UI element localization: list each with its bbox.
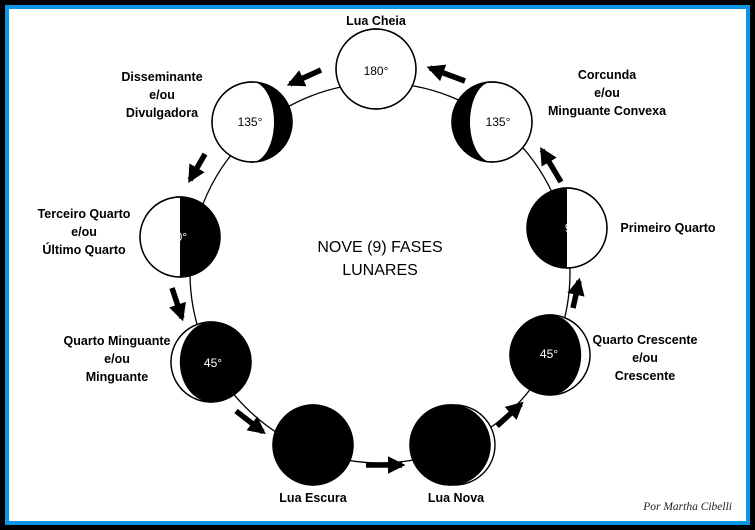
label-corcunda-line-3: Minguante Convexa — [548, 104, 667, 118]
direction-arrow-4 — [234, 408, 266, 435]
moon-primeiro-quarto — [526, 187, 608, 269]
label-corcunda-line-2: e/ou — [594, 86, 620, 100]
moon-disseminante — [211, 81, 293, 163]
label-quarto-minguante-line-3: Minguante — [86, 370, 149, 384]
moon-corcunda — [451, 81, 533, 163]
direction-arrow-3 — [169, 287, 186, 322]
label-terceiro-quarto-line-3: Último Quarto — [42, 242, 126, 257]
direction-arrow-8 — [539, 146, 564, 184]
moon-lua-escura — [272, 404, 354, 486]
label-lua-escura-line-1: Lua Escura — [279, 491, 347, 505]
label-terceiro-quarto-line-2: e/ou — [71, 225, 97, 239]
angle-primeiro-quarto: 90° — [565, 221, 583, 235]
label-disseminante-line-1: Disseminante — [121, 70, 202, 84]
label-disseminante-line-3: Divulgadora — [126, 106, 199, 120]
direction-arrow-2 — [187, 152, 208, 184]
angle-disseminante: 135° — [238, 115, 263, 129]
direction-arrows — [169, 64, 585, 474]
direction-arrow-6 — [495, 401, 524, 429]
label-quarto-minguante-line-1: Quarto Minguante — [64, 334, 171, 348]
center-title-line-2: LUNARES — [342, 262, 418, 279]
label-primeiro-quarto-line-1: Primeiro Quarto — [620, 221, 716, 235]
author-credit: Por Martha Cibelli — [642, 501, 732, 513]
moon-phases — [139, 28, 608, 486]
label-lua-cheia-line-1: Lua Cheia — [346, 14, 407, 28]
label-quarto-crescente-line-2: e/ou — [632, 351, 658, 365]
moon-quarto-crescente — [509, 314, 591, 396]
angle-quarto-crescente: 45° — [540, 347, 558, 361]
angle-lua-cheia: 180° — [364, 64, 389, 78]
direction-arrow-1 — [286, 67, 323, 87]
label-terceiro-quarto-line-1: Terceiro Quarto — [38, 207, 131, 221]
moon-lua-cheia — [335, 28, 417, 110]
label-quarto-minguante-line-2: e/ou — [104, 352, 130, 366]
angle-quarto-minguante: 45° — [204, 356, 222, 370]
center-title-line-1: NOVE (9) FASES — [317, 239, 442, 256]
moon-quarto-minguante — [170, 321, 252, 403]
direction-arrow-9 — [426, 64, 466, 84]
moon-lua-nova — [409, 404, 496, 486]
label-disseminante-line-2: e/ou — [149, 88, 175, 102]
angle-corcunda: 135° — [486, 115, 511, 129]
label-corcunda-line-1: Corcunda — [578, 68, 637, 82]
label-lua-nova-line-1: Lua Nova — [428, 491, 485, 505]
moon-terceiro-quarto — [139, 196, 221, 278]
label-quarto-crescente-line-1: Quarto Crescente — [593, 333, 698, 347]
label-quarto-crescente-line-3: Crescente — [615, 369, 675, 383]
angle-terceiro-quarto: 90° — [169, 230, 187, 244]
direction-arrow-7 — [567, 277, 585, 309]
